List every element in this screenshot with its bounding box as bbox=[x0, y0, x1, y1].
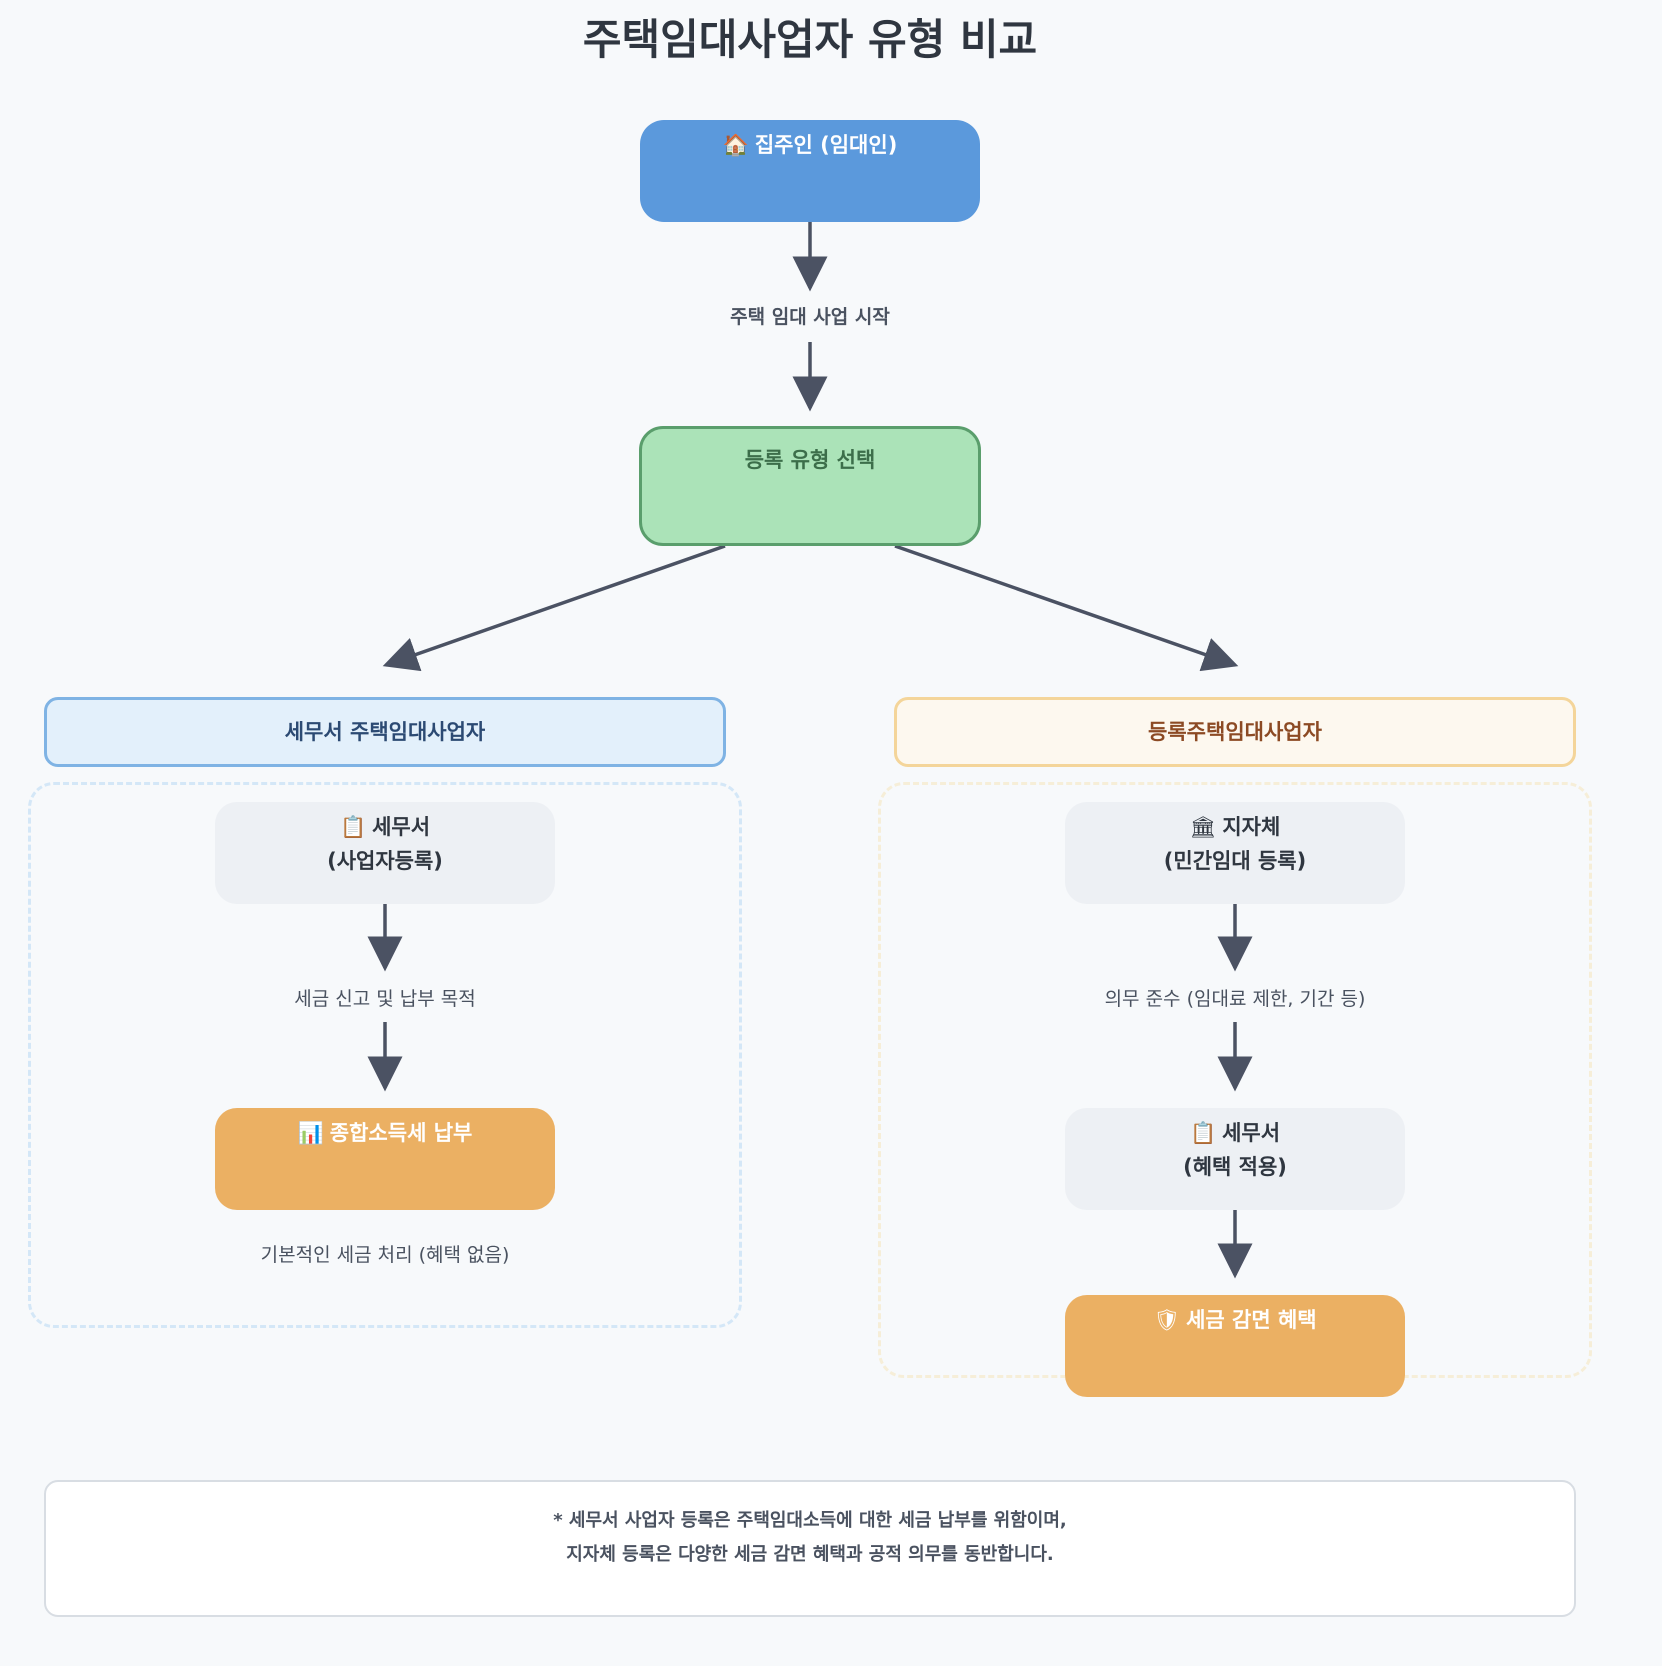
start-label: 주택 임대 사업 시작 bbox=[730, 306, 890, 328]
left-result-label: 종합소득세 납부 bbox=[329, 1121, 473, 1145]
owner-node: 🏠집주인 (임대인) bbox=[640, 120, 980, 222]
right-office-line1: 지자체 bbox=[1222, 815, 1281, 839]
right-office-line2: (민간임대 등록) bbox=[1163, 849, 1307, 873]
footer-line2: 지자체 등록은 다양한 세금 감면 혜택과 공적 의무를 동반합니다. bbox=[566, 1544, 1054, 1565]
left-result-node: 📊종합소득세 납부 bbox=[215, 1108, 555, 1210]
footer-line1: * 세무서 사업자 등록은 주택임대소득에 대한 세금 납부를 위함이며, bbox=[553, 1510, 1067, 1531]
category-registered-rental: 등록주택임대사업자 bbox=[894, 697, 1576, 767]
government-building-icon: 🏛 bbox=[1189, 815, 1217, 839]
right-duty-label: 의무 준수 (임대료 제한, 기간 등) bbox=[1104, 988, 1366, 1010]
owner-label: 집주인 (임대인) bbox=[754, 133, 898, 157]
right-taxoffice-line1: 세무서 bbox=[1222, 1121, 1281, 1145]
footer-note: * 세무서 사업자 등록은 주택임대소득에 대한 세금 납부를 위함이며, 지자… bbox=[44, 1480, 1576, 1617]
bar-chart-icon: 📊 bbox=[297, 1121, 324, 1145]
right-local-gov-node: 🏛지자체 (민간임대 등록) bbox=[1065, 802, 1405, 904]
right-tax-office-node: 📋세무서 (혜택 적용) bbox=[1065, 1108, 1405, 1210]
right-result-node: 🛡세금 감면 혜택 bbox=[1065, 1295, 1405, 1397]
category-tax-office-rental: 세무서 주택임대사업자 bbox=[44, 697, 726, 767]
clipboard-icon: 📋 bbox=[339, 815, 367, 839]
left-office-line2: (사업자등록) bbox=[327, 849, 443, 873]
choose-label: 등록 유형 선택 bbox=[744, 448, 876, 472]
shield-icon: 🛡 bbox=[1153, 1308, 1181, 1332]
page-title: 주택임대사업자 유형 비교 bbox=[582, 15, 1038, 64]
left-note: 기본적인 세금 처리 (혜택 없음) bbox=[260, 1244, 510, 1266]
left-office-line1: 세무서 bbox=[372, 815, 431, 839]
arrow-choose-to-left bbox=[382, 544, 726, 672]
left-tax-office-node: 📋세무서 (사업자등록) bbox=[215, 802, 555, 904]
group-left bbox=[28, 782, 742, 1328]
arrow-choose-to-right bbox=[894, 544, 1239, 672]
right-result-label: 세금 감면 혜택 bbox=[1186, 1308, 1317, 1332]
clipboard-icon: 📋 bbox=[1189, 1121, 1217, 1145]
left-purpose-label: 세금 신고 및 납부 목적 bbox=[294, 988, 476, 1010]
house-icon: 🏠 bbox=[722, 133, 749, 157]
choose-type-node: 등록 유형 선택 bbox=[639, 426, 981, 546]
right-taxoffice-line2: (혜택 적용) bbox=[1183, 1155, 1287, 1179]
